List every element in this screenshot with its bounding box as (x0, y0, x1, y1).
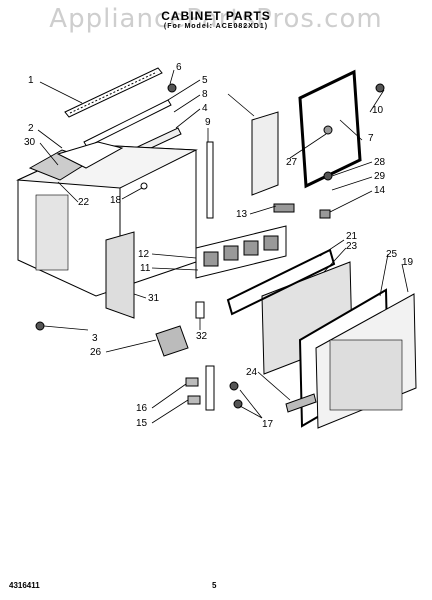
page-number: 5 (212, 581, 217, 590)
callout-label: 9 (205, 117, 211, 128)
callout-label: 27 (286, 157, 298, 168)
callout-label: 31 (148, 293, 160, 304)
callout-label: 29 (374, 171, 386, 182)
callout-label: 30 (24, 137, 36, 148)
screw-part (323, 171, 333, 181)
screw-part (35, 321, 45, 331)
callout-label: 22 (78, 197, 90, 208)
vertical-bracket (206, 141, 214, 219)
callout-label: 1 (28, 75, 34, 86)
screw-part (187, 395, 201, 405)
filter-frame (226, 248, 336, 316)
callout-label: 24 (246, 367, 258, 378)
diagram-subtitle: (For Model: ACE082XD1) (163, 23, 269, 30)
top-cover (56, 141, 124, 169)
connector-part (185, 377, 199, 387)
callout-label: 12 (138, 249, 150, 260)
callout-label: 2 (28, 123, 34, 134)
callout-label: 16 (136, 403, 148, 414)
callout-label: 4 (202, 103, 208, 114)
callout-label: 19 (402, 257, 414, 268)
side-louvers (35, 194, 69, 271)
mounting-plate (155, 325, 189, 357)
side-curtain (251, 111, 279, 196)
watermark: AppliancePartsPros.com (49, 4, 383, 34)
callout-label: 28 (374, 157, 386, 168)
diagram-title: CABINET PARTS (161, 9, 271, 23)
callout-label: 18 (110, 195, 122, 206)
clip-part (195, 301, 205, 319)
side-filter (105, 231, 135, 319)
callout-label: 32 (196, 331, 208, 342)
screw-part (229, 381, 239, 391)
callout-label: 10 (372, 105, 384, 116)
leveling-bar (285, 393, 317, 413)
curtain-frame (298, 69, 362, 189)
callout-label: 8 (202, 89, 208, 100)
callout-label: 6 (176, 62, 182, 73)
screw-part (167, 83, 177, 93)
callout-label: 23 (346, 241, 358, 252)
callout-label: 21 (346, 231, 358, 242)
callout-label: 7 (368, 133, 374, 144)
callout-label: 13 (236, 209, 248, 220)
bracket-part (205, 365, 215, 411)
callout-label: 5 (202, 75, 208, 86)
callout-label: 17 (262, 419, 274, 430)
callout-label: 11 (140, 263, 151, 274)
callout-label: 26 (90, 347, 102, 358)
callout-label: 14 (374, 185, 386, 196)
screw-part (375, 83, 385, 93)
heater-bracket (273, 203, 295, 213)
screw-part (140, 182, 148, 190)
callout-label: 15 (136, 418, 148, 429)
footer-code: 4316411 (9, 581, 40, 590)
callout-label: 25 (386, 249, 398, 260)
retainer-clip (319, 209, 331, 219)
screw-part (323, 125, 333, 135)
callout-label: 3 (92, 333, 98, 344)
